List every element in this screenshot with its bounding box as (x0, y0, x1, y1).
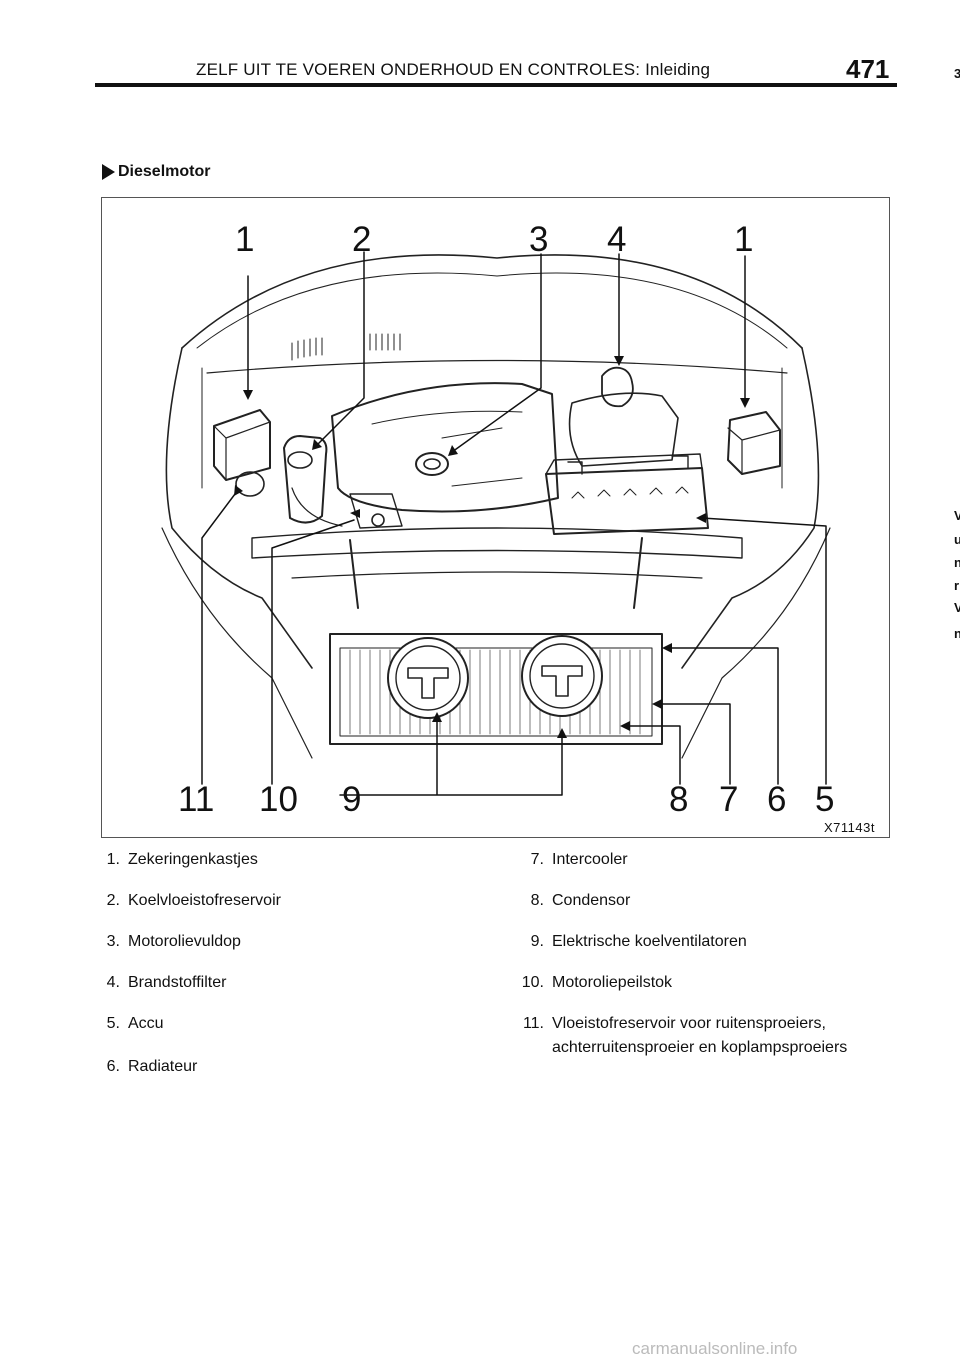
page-header-title: ZELF UIT TE VOEREN ONDERHOUD EN CONTROLE… (196, 60, 711, 79)
callout-number: 7 (719, 780, 739, 819)
callout-number: 10 (259, 780, 298, 819)
callout-number: 11 (178, 780, 215, 819)
legend-number: 6. (106, 1058, 120, 1075)
edge-mark: V (954, 600, 960, 615)
legend-number: 10. (521, 974, 544, 991)
legend-text: Zekeringenkastjes (128, 851, 258, 868)
legend-number: 8. (530, 892, 544, 909)
edge-mark: V (954, 508, 960, 523)
section-heading-text: Dieselmotor (118, 163, 211, 180)
edge-mark: r (954, 578, 960, 593)
legend-number: 1. (106, 851, 120, 868)
legend-number: 2. (106, 892, 120, 909)
legend-text: Koelvloeistofreservoir (128, 892, 281, 909)
callout-number: 9 (342, 780, 362, 819)
legend-text: Elektrische koelventilatoren (552, 933, 747, 950)
engine-bay-illustration (161, 251, 831, 796)
callout-number: 3 (529, 220, 549, 259)
legend-text: Motoroliepeilstok (552, 974, 673, 991)
callout-number: 4 (607, 220, 627, 259)
legend-text: Brandstoffilter (128, 974, 227, 991)
legend-number: 11. (522, 1015, 544, 1032)
header-rule (95, 83, 897, 87)
legend-text: Vloeistofreservoir voor ruitensproeiers, (552, 1015, 826, 1032)
legend-number: 3. (106, 933, 120, 950)
edge-mark: u (954, 532, 960, 547)
edge-mark: n (954, 626, 960, 641)
legend-text: Accu (128, 1015, 164, 1032)
callout-number: 6 (767, 780, 787, 819)
engine-bay-figure: 1 2 3 4 1 11 10 9 8 7 6 5 X71143t (101, 197, 890, 838)
legend-number: 4. (106, 974, 120, 991)
legend-text: Motorolievuldop (128, 933, 241, 950)
page-number: 471 (846, 54, 890, 84)
triangle-bullet-icon (102, 164, 115, 180)
edge-mark: n (954, 555, 960, 570)
watermark: carmanualsonline.info (632, 1339, 798, 1358)
callout-number: 2 (352, 220, 372, 259)
section-heading: Dieselmotor (102, 163, 210, 181)
callout-number: 5 (815, 780, 835, 819)
edge-mark: 3 (954, 66, 960, 81)
legend-number: 9. (530, 933, 544, 950)
legend-number: 5. (106, 1015, 120, 1032)
legend-text: Condensor (552, 892, 631, 909)
legend-text: achterruitensproeier en koplampsproeiers (552, 1039, 848, 1056)
callout-number: 8 (669, 780, 689, 819)
legend-text: Radiateur (128, 1058, 198, 1075)
callout-number: 1 (734, 220, 754, 259)
callout-number: 1 (235, 220, 255, 259)
legend-text: Intercooler (552, 851, 628, 868)
legend-number: 7. (530, 851, 544, 868)
figure-code: X71143t (824, 820, 875, 835)
